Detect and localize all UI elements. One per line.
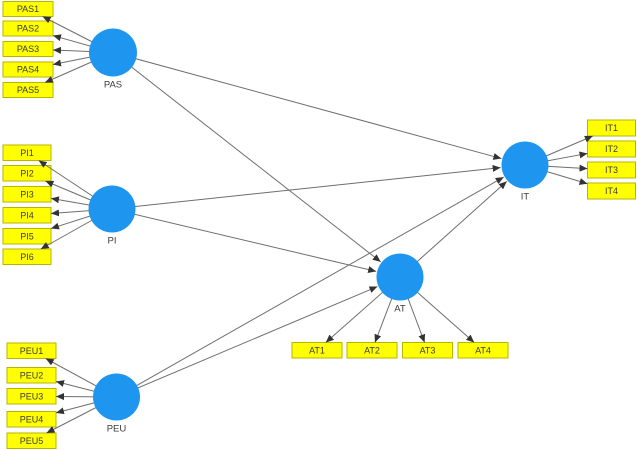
indicator-it4[interactable] xyxy=(587,182,636,200)
latent-label-pas: PAS xyxy=(104,80,122,91)
indicator-label-peu2: PEU2 xyxy=(20,370,44,380)
path-arrow-pi-it xyxy=(111,164,501,210)
latent-node-pas[interactable] xyxy=(89,28,137,77)
indicator-label-pi3: PI3 xyxy=(20,189,34,199)
indicator-at4[interactable] xyxy=(457,342,509,359)
indicator-pas5[interactable] xyxy=(2,82,54,98)
indicator-pi2[interactable] xyxy=(2,165,52,182)
indicator-label-pas4: PAS4 xyxy=(17,65,39,75)
indicator-label-at1: AT1 xyxy=(309,345,325,355)
indicator-pi6[interactable] xyxy=(2,248,52,265)
latent-node-it[interactable] xyxy=(501,141,549,189)
indicator-label-at3: AT3 xyxy=(420,345,436,355)
indicator-pas1[interactable] xyxy=(2,1,54,17)
latent-label-at: AT xyxy=(394,304,406,315)
indicator-peu2[interactable] xyxy=(6,367,57,384)
indicator-label-it3: IT3 xyxy=(605,165,618,175)
indicator-label-pas1: PAS1 xyxy=(17,4,39,14)
indicator-it1[interactable] xyxy=(587,119,636,137)
indicator-label-it1: IT1 xyxy=(605,123,618,133)
indicator-label-at4: AT4 xyxy=(475,345,491,355)
indicator-peu4[interactable] xyxy=(6,411,57,428)
indicator-at3[interactable] xyxy=(402,342,453,359)
path-arrow-pas-it xyxy=(112,52,502,160)
indicator-label-it2: IT2 xyxy=(605,144,618,154)
indicator-label-it4: IT4 xyxy=(605,186,618,196)
indicator-label-pas5: PAS5 xyxy=(17,85,39,95)
latent-node-pi[interactable] xyxy=(88,185,136,233)
indicator-label-peu4: PEU4 xyxy=(20,414,44,424)
indicator-pas4[interactable] xyxy=(2,61,54,78)
indicator-label-pi2: PI2 xyxy=(20,168,34,178)
latent-label-pi: PI xyxy=(108,236,117,247)
indicator-label-at2: AT2 xyxy=(364,345,380,355)
indicator-pi1[interactable] xyxy=(2,144,52,161)
indicator-label-pas3: PAS3 xyxy=(17,44,39,54)
indicator-label-pas2: PAS2 xyxy=(17,24,39,34)
path-arrow-at-it xyxy=(399,180,508,278)
latent-label-peu: PEU xyxy=(107,424,127,435)
path-arrow-pi-at xyxy=(111,208,377,273)
indicator-peu1[interactable] xyxy=(6,342,57,359)
indicator-label-peu3: PEU3 xyxy=(20,391,44,401)
indicator-label-peu5: PEU5 xyxy=(20,436,44,446)
indicator-label-pi4: PI4 xyxy=(20,210,34,220)
indicator-pi5[interactable] xyxy=(2,228,52,245)
indicator-label-pi1: PI1 xyxy=(20,148,34,158)
indicator-label-pi6: PI6 xyxy=(20,252,34,262)
indicator-at1[interactable] xyxy=(291,342,343,359)
indicator-peu5[interactable] xyxy=(6,432,57,449)
latent-node-peu[interactable] xyxy=(93,373,140,421)
indicator-label-peu1: PEU1 xyxy=(20,346,44,356)
indicator-label-pi5: PI5 xyxy=(20,231,34,241)
indicator-it2[interactable] xyxy=(587,140,636,158)
path-arrow-peu-at xyxy=(116,286,378,398)
indicator-pas2[interactable] xyxy=(2,20,54,37)
path-arrow-pas-at xyxy=(112,52,382,263)
indicator-it3[interactable] xyxy=(587,161,636,179)
latent-label-it: IT xyxy=(521,192,530,203)
latent-node-at[interactable] xyxy=(376,253,424,301)
path-arrow-peu-it xyxy=(116,176,504,398)
indicator-at2[interactable] xyxy=(346,342,398,359)
indicator-pi3[interactable] xyxy=(2,186,52,203)
